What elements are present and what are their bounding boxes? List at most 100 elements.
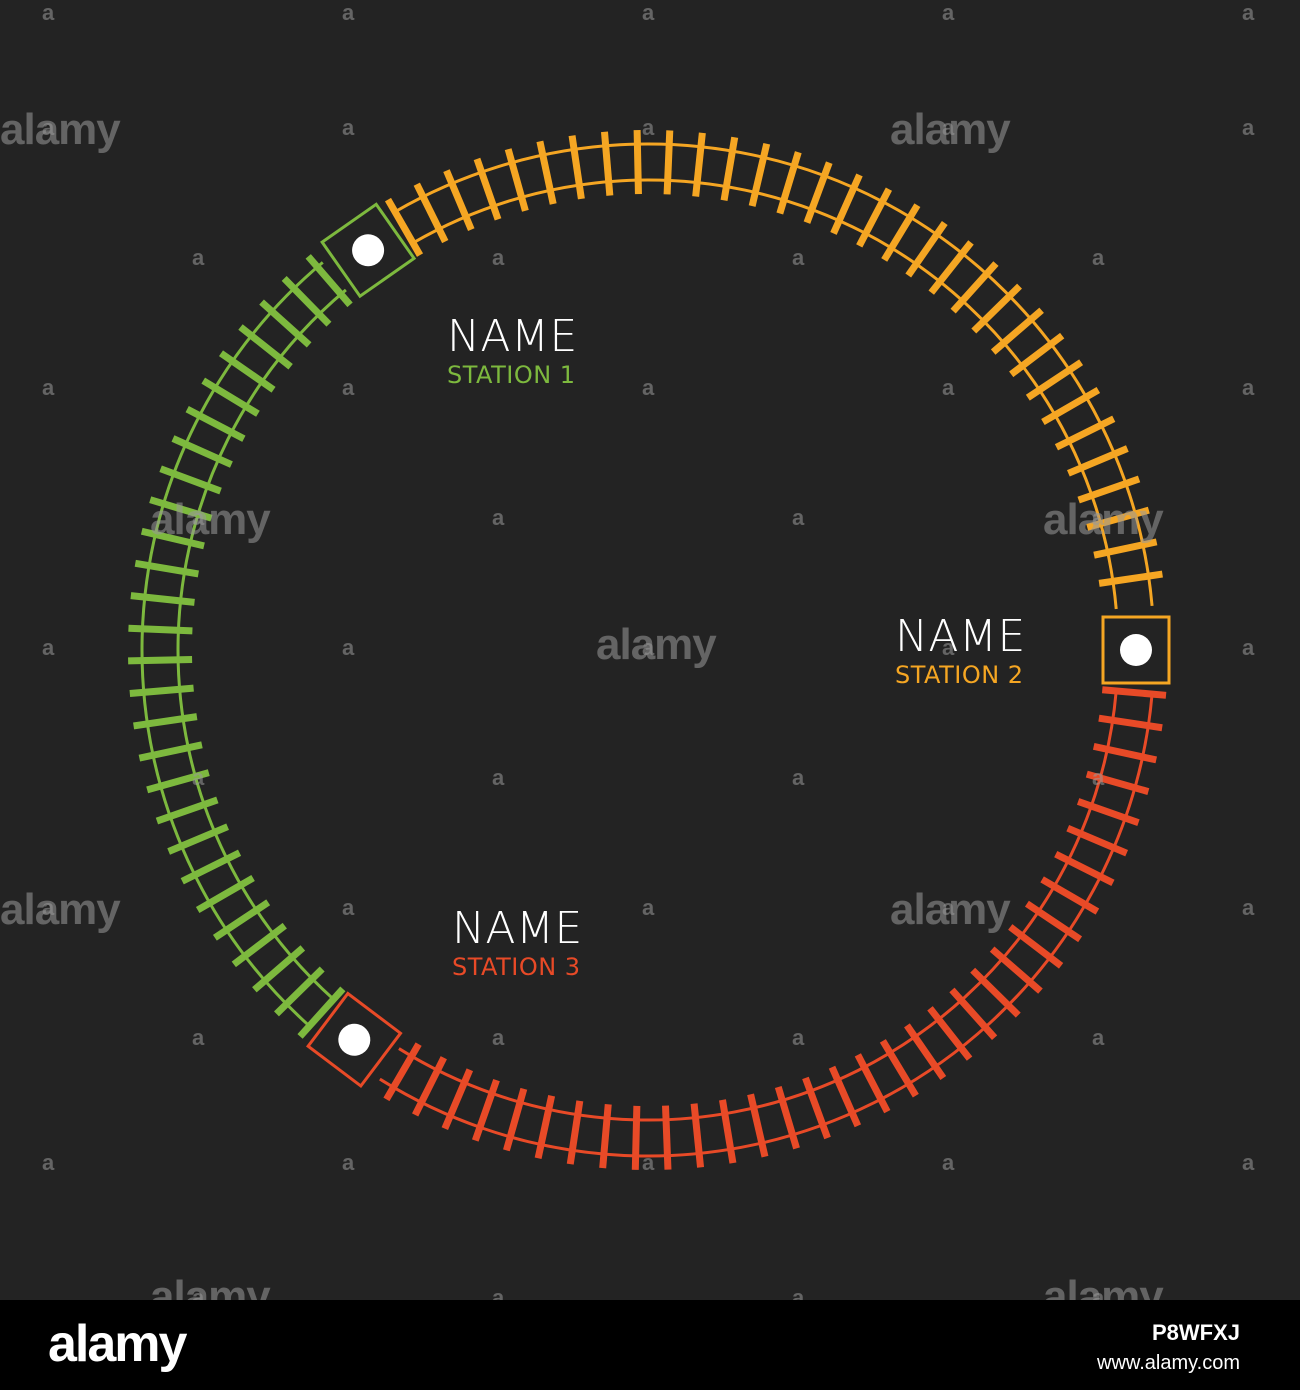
track-segment-red bbox=[379, 686, 1167, 1170]
watermark-glyph: a bbox=[1092, 245, 1105, 270]
track-tie bbox=[748, 142, 771, 207]
track-tie bbox=[384, 197, 424, 257]
image-id: P8WFXJ bbox=[1151, 1320, 1240, 1345]
track-tie bbox=[690, 1103, 705, 1168]
watermark-glyph: a bbox=[1242, 635, 1255, 660]
track-tie bbox=[231, 922, 287, 968]
track-tie bbox=[1040, 876, 1100, 915]
watermark-glyph: a bbox=[1242, 115, 1255, 140]
watermark-glyph: a bbox=[642, 895, 655, 920]
track-tie bbox=[881, 203, 921, 262]
watermark-glyph: a bbox=[42, 115, 55, 140]
station-1-subtitle: STATION 1 bbox=[447, 361, 576, 389]
watermark-glyph: a bbox=[642, 115, 655, 140]
watermark-glyph: a bbox=[1242, 1150, 1255, 1175]
track-tie bbox=[1101, 686, 1167, 699]
track-tie bbox=[1054, 415, 1116, 451]
track-segment-green bbox=[128, 254, 353, 1039]
track-tie bbox=[1092, 742, 1157, 764]
track-tie bbox=[473, 157, 502, 221]
track-tie bbox=[631, 1105, 641, 1170]
track-segment-orange bbox=[384, 130, 1163, 610]
track-tie bbox=[879, 1039, 919, 1098]
watermark-glyph: a bbox=[192, 1025, 205, 1050]
station-2-subtitle: STATION 2 bbox=[895, 661, 1024, 689]
track-tie bbox=[159, 465, 222, 495]
watermark-glyph: a bbox=[192, 505, 205, 530]
track-tie bbox=[828, 1065, 862, 1128]
track-tie bbox=[155, 796, 219, 825]
track-tie bbox=[720, 136, 739, 201]
track-tie bbox=[950, 261, 999, 314]
station-3-label: NAME STATION 3 bbox=[452, 906, 583, 982]
track-tie bbox=[856, 187, 893, 248]
track-tie bbox=[1077, 475, 1141, 504]
watermark-glyph: a bbox=[42, 0, 55, 25]
track-tie bbox=[128, 656, 193, 665]
watermark-glyph: a bbox=[1242, 0, 1255, 25]
track-tie bbox=[989, 946, 1043, 994]
track-tie bbox=[905, 221, 948, 278]
track-tie bbox=[1067, 445, 1129, 477]
watermark-glyph: a bbox=[42, 895, 55, 920]
track-tie bbox=[412, 1056, 447, 1117]
track-tie bbox=[383, 1042, 422, 1102]
watermark-glyph: a bbox=[942, 115, 955, 140]
station-3-marker[interactable] bbox=[305, 991, 403, 1089]
station-1-name: NAME bbox=[447, 311, 578, 362]
station-2-label: NAME STATION 2 bbox=[895, 614, 1026, 690]
track-tie bbox=[719, 1099, 737, 1164]
track-tie bbox=[1025, 359, 1084, 401]
footer-logo[interactable]: alamy bbox=[48, 1315, 187, 1373]
station-markers bbox=[305, 202, 1171, 1089]
track-tie bbox=[928, 240, 974, 295]
track-tie bbox=[971, 283, 1022, 334]
track-tie bbox=[441, 1068, 474, 1131]
watermark-glyph: a bbox=[1242, 895, 1255, 920]
track-tie bbox=[138, 741, 203, 762]
track-tie bbox=[1085, 770, 1150, 795]
track-tie bbox=[259, 299, 312, 348]
track-tie bbox=[128, 624, 193, 635]
track-tie bbox=[219, 350, 276, 393]
track-tie bbox=[140, 527, 205, 550]
track-tie bbox=[180, 849, 242, 885]
watermark-text: alamy bbox=[1043, 495, 1164, 544]
track-tie bbox=[970, 967, 1021, 1018]
watermark-glyph: a bbox=[42, 635, 55, 660]
watermark-glyph: a bbox=[1092, 505, 1105, 530]
track-tie bbox=[949, 987, 998, 1040]
track-tie bbox=[146, 769, 210, 794]
track-tie bbox=[534, 1094, 556, 1159]
watermark-glyph: a bbox=[642, 375, 655, 400]
station-2-name: NAME bbox=[895, 611, 1026, 662]
watermark-glyph: a bbox=[342, 115, 355, 140]
track-tie bbox=[1098, 570, 1163, 587]
track-tie bbox=[774, 1085, 800, 1150]
station-dot bbox=[1120, 634, 1152, 666]
track-tie bbox=[1066, 824, 1129, 857]
track-tie bbox=[600, 131, 614, 196]
station-1-marker[interactable] bbox=[320, 202, 417, 299]
footer-url[interactable]: www.alamy.com bbox=[1097, 1352, 1240, 1374]
track-tie bbox=[305, 254, 353, 308]
track-tie bbox=[692, 132, 706, 197]
watermark-glyph: a bbox=[42, 1150, 55, 1175]
station-2-marker[interactable] bbox=[1101, 615, 1171, 685]
track-tie bbox=[413, 182, 449, 244]
watermark-text: alamy bbox=[0, 105, 121, 154]
station-1-label: NAME STATION 1 bbox=[447, 314, 578, 390]
watermark-glyph: a bbox=[942, 0, 955, 25]
track-tie bbox=[471, 1078, 500, 1142]
track-tie bbox=[904, 1023, 947, 1081]
track-tie bbox=[854, 1053, 891, 1114]
watermark-glyph: a bbox=[792, 765, 805, 790]
track-tie bbox=[568, 135, 585, 200]
watermark-glyph: a bbox=[942, 895, 955, 920]
track-tie bbox=[503, 1087, 528, 1152]
circular-railway-diagram bbox=[128, 130, 1171, 1170]
watermark-glyph: a bbox=[342, 375, 355, 400]
track-tie bbox=[1041, 386, 1101, 426]
track-tie bbox=[1098, 714, 1163, 732]
track-tie bbox=[297, 986, 346, 1039]
